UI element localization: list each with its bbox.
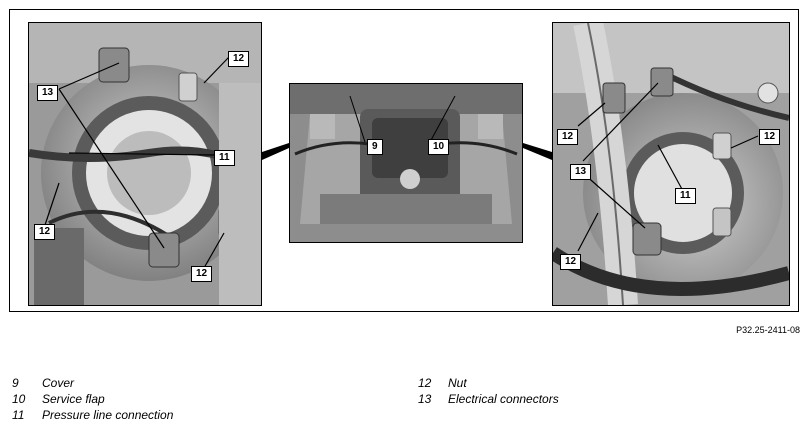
callout-right-11: 11 [675, 185, 696, 204]
callout-left-12c: 12 [191, 263, 213, 282]
callout-left-12a: 12 [228, 48, 250, 67]
callout-left-11: 11 [214, 147, 235, 166]
right-detail-photo: 12 12 13 11 12 [552, 22, 790, 306]
callout-right-12a: 12 [557, 126, 579, 145]
callout-right-12b: 12 [759, 126, 781, 145]
callout-left-12b: 12 [34, 221, 56, 240]
callout-left-13: 13 [37, 82, 59, 101]
callout-right-12c: 12 [560, 251, 582, 270]
left-detail-photo: 12 13 11 12 12 [28, 22, 262, 306]
callout-center-9: 9 [367, 136, 383, 155]
figure-code: P32.25-2411-08 [736, 325, 800, 335]
callout-center-10: 10 [428, 136, 450, 155]
center-overview-photo: 9 10 [289, 83, 523, 243]
callout-right-13: 13 [570, 161, 592, 180]
